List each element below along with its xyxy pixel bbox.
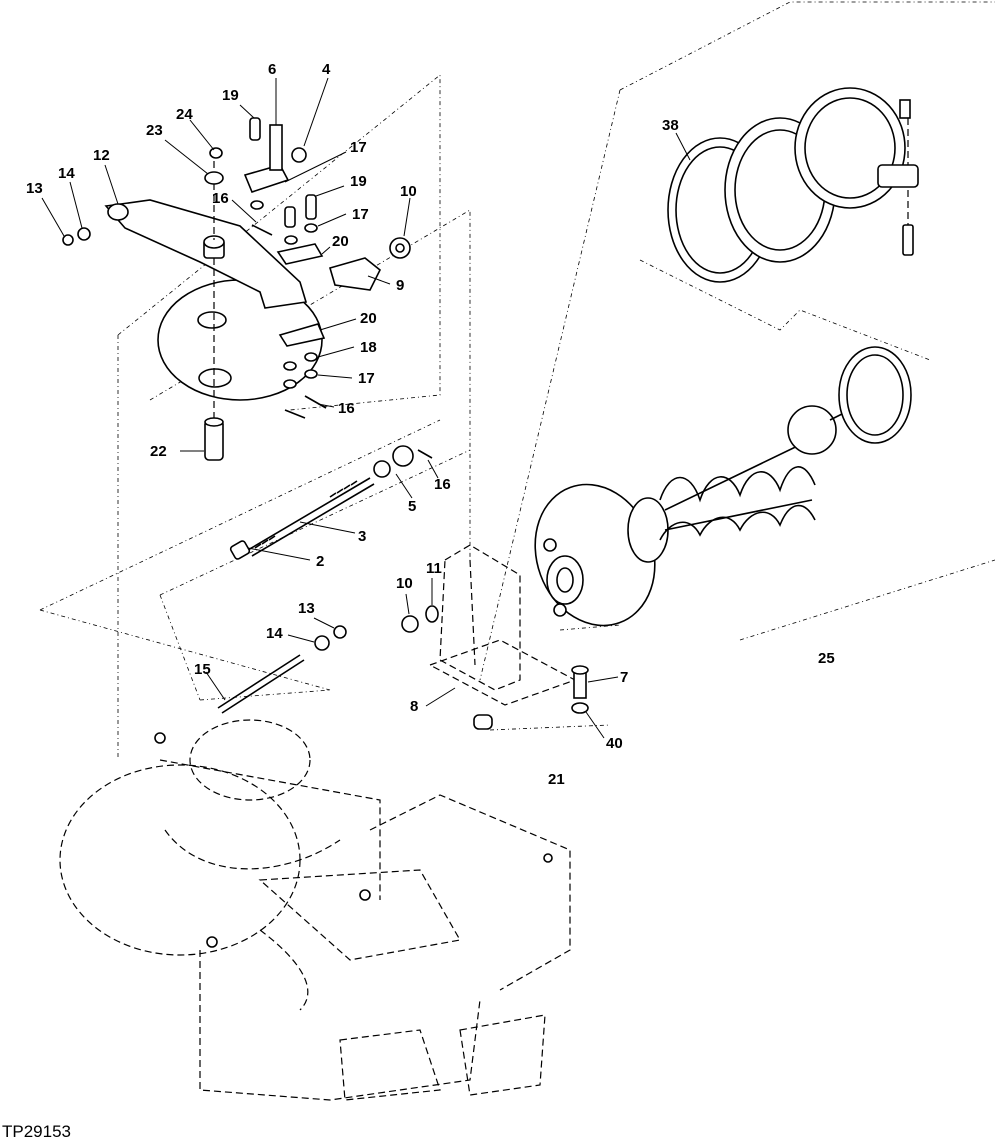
threaded-rod xyxy=(229,445,433,560)
callout-22: 22 xyxy=(150,443,167,460)
callout-12: 12 xyxy=(93,147,110,164)
mounting-bracket xyxy=(401,544,589,730)
callout-17: 17 xyxy=(358,370,375,387)
diaphragm-housing xyxy=(667,87,919,283)
link-parts xyxy=(62,117,411,419)
callout-10: 10 xyxy=(396,575,413,592)
callout-16: 16 xyxy=(338,400,355,417)
callout-14: 14 xyxy=(58,165,75,182)
callout-25: 25 xyxy=(818,650,835,667)
spring-brake-assembly xyxy=(534,346,912,627)
callout-10: 10 xyxy=(400,183,417,200)
callout-19: 19 xyxy=(222,87,239,104)
callout-17: 17 xyxy=(352,206,369,223)
callout-16: 16 xyxy=(212,190,229,207)
callout-4: 4 xyxy=(322,61,331,78)
callout-14: 14 xyxy=(266,625,283,642)
callout-8: 8 xyxy=(410,698,418,715)
callout-5: 5 xyxy=(408,498,416,515)
callout-9: 9 xyxy=(396,277,404,294)
callout-20: 20 xyxy=(360,310,377,327)
callout-7: 7 xyxy=(620,669,628,686)
callout-2: 2 xyxy=(316,553,324,570)
leader-lines xyxy=(41,77,691,739)
callout-19: 19 xyxy=(350,173,367,190)
callout-18: 18 xyxy=(360,339,377,356)
callout-labels: 6 4 19 24 23 17 12 14 13 19 10 16 17 20 … xyxy=(26,61,835,788)
callout-17: 17 xyxy=(350,139,367,156)
adjuster-rod xyxy=(217,625,347,714)
callout-11: 11 xyxy=(426,560,442,577)
callout-6: 6 xyxy=(268,61,276,78)
callout-16: 16 xyxy=(434,476,451,493)
callout-20: 20 xyxy=(332,233,349,250)
callout-24: 24 xyxy=(176,106,193,123)
figure-id: TP29153 xyxy=(2,1122,71,1141)
callout-38: 38 xyxy=(662,117,679,134)
callout-13: 13 xyxy=(298,600,315,617)
callout-23: 23 xyxy=(146,122,163,139)
callout-40: 40 xyxy=(606,735,623,752)
callout-15: 15 xyxy=(194,661,211,678)
callout-3: 3 xyxy=(358,528,366,545)
callout-21: 21 xyxy=(548,771,565,788)
bell-crank-assembly xyxy=(104,150,323,461)
callout-13: 13 xyxy=(26,180,43,197)
transmission-housing xyxy=(59,719,571,1101)
